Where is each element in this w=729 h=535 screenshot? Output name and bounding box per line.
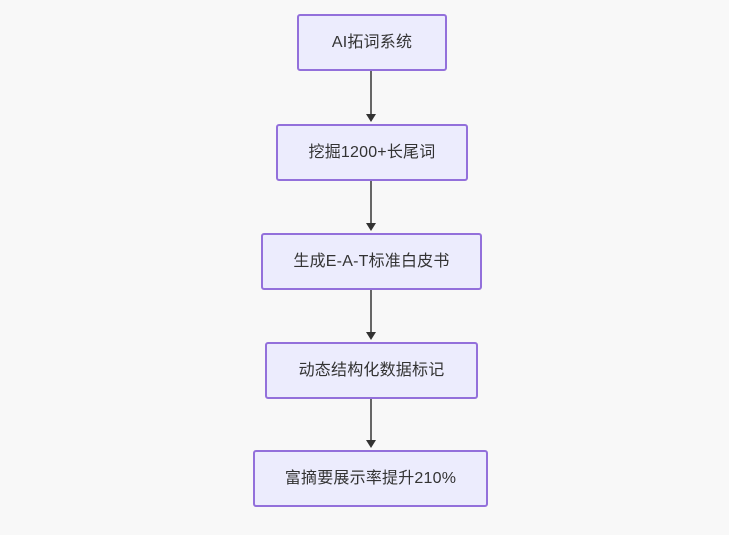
arrow-down-icon [366, 440, 376, 448]
arrow-down-icon [366, 223, 376, 231]
flow-node-label: AI拓词系统 [331, 33, 413, 51]
flow-node-mine-longtail-keywords[interactable]: 挖掘1200+长尾词 [276, 124, 468, 181]
flow-node-ai-keyword-system[interactable]: AI拓词系统 [297, 14, 447, 71]
flow-node-label: 挖掘1200+长尾词 [308, 143, 436, 161]
flow-edge-1 [370, 71, 372, 116]
flow-node-label: 动态结构化数据标记 [298, 361, 445, 379]
flow-edge-2 [370, 181, 372, 225]
flow-node-label: 富摘要展示率提升210% [284, 469, 457, 487]
flow-node-rich-snippet-impression-uplift[interactable]: 富摘要展示率提升210% [253, 450, 488, 507]
arrow-down-icon [366, 332, 376, 340]
flow-edge-3 [370, 290, 372, 334]
flow-node-generate-eat-whitepaper[interactable]: 生成E-A-T标准白皮书 [261, 233, 482, 290]
arrow-down-icon [366, 114, 376, 122]
flow-node-label: 生成E-A-T标准白皮书 [293, 252, 450, 270]
flow-node-dynamic-structured-data-markup[interactable]: 动态结构化数据标记 [265, 342, 478, 399]
flow-edge-4 [370, 399, 372, 442]
